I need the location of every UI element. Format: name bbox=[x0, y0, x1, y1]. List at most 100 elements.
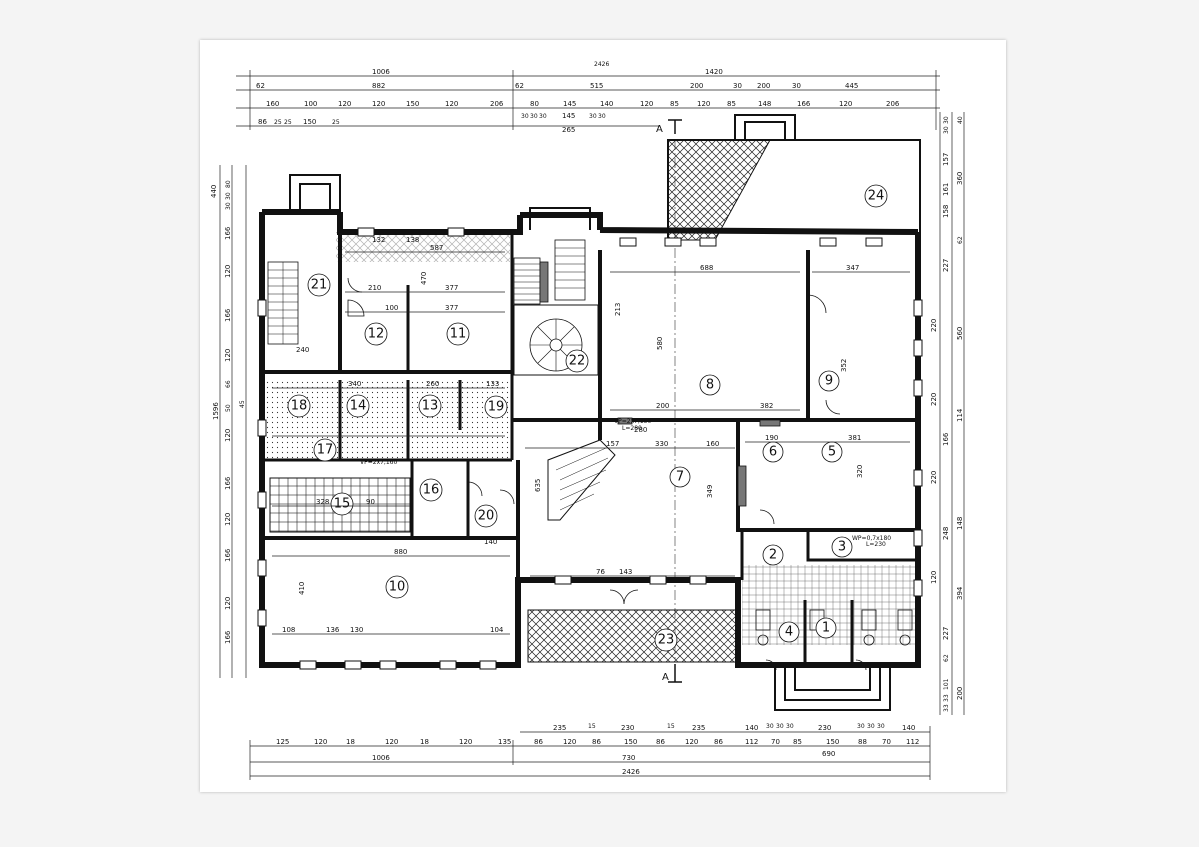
dim-157: 157 bbox=[606, 440, 619, 448]
dim-580: 580 bbox=[656, 337, 664, 350]
room-24-label: 24 bbox=[868, 189, 885, 204]
terrace-hatch-24 bbox=[667, 139, 771, 241]
dim-200: 200 bbox=[656, 402, 669, 410]
bottom-dim-730: 730 bbox=[622, 754, 635, 762]
dim-130: 130 bbox=[350, 626, 363, 634]
right-dim: 114 bbox=[956, 408, 964, 422]
dim-210: 210 bbox=[368, 284, 381, 292]
left-dim: 66 bbox=[225, 380, 232, 388]
bottom-dim: 120 bbox=[459, 738, 472, 746]
dim-410: 410 bbox=[298, 582, 306, 595]
windows bbox=[257, 227, 923, 670]
left-dim: 440 bbox=[210, 185, 218, 198]
left-dim: 50 bbox=[225, 404, 232, 412]
bottom-dim: 30 bbox=[786, 723, 794, 730]
right-dim: 148 bbox=[956, 517, 964, 530]
bottom-dim: 120 bbox=[314, 738, 327, 746]
dim-76: 76 bbox=[596, 568, 605, 576]
top-dim: 166 bbox=[797, 100, 811, 108]
bottom-dim-total: 2426 bbox=[622, 768, 640, 776]
room-6-label: 6 bbox=[769, 445, 777, 460]
room-18-label: 18 bbox=[291, 399, 308, 414]
bottom-dim: 140 bbox=[902, 724, 915, 732]
top-dim: 30 bbox=[733, 82, 742, 90]
bottom-dim: 150 bbox=[624, 738, 637, 746]
bottom-dim: 30 bbox=[776, 723, 784, 730]
left-dim: 120 bbox=[224, 265, 232, 278]
section-marker-bottom: A bbox=[662, 672, 669, 683]
room-12-marker bbox=[364, 322, 388, 346]
chimneys bbox=[539, 261, 781, 507]
stair-flight-north bbox=[513, 239, 586, 305]
right-dim: 30 bbox=[943, 126, 950, 134]
bottom-dim: 15 bbox=[667, 723, 675, 730]
room-8-label: 8 bbox=[706, 378, 714, 393]
top-dim: 25 bbox=[284, 119, 292, 126]
room-15-label: 15 bbox=[334, 497, 351, 512]
room-22-marker bbox=[565, 349, 589, 373]
top-dim: 145 bbox=[563, 100, 576, 108]
right-dim: 120 bbox=[930, 571, 938, 584]
top-dim: 265 bbox=[562, 126, 575, 134]
porch-hatch-23 bbox=[527, 609, 737, 663]
room-4-marker bbox=[778, 621, 800, 643]
left-dim: 120 bbox=[224, 597, 232, 610]
dim-381: 381 bbox=[848, 434, 861, 442]
room-3-label: 3 bbox=[838, 540, 846, 555]
right-dim: 40 bbox=[957, 116, 964, 124]
right-dim: 220 bbox=[930, 319, 938, 332]
dim-132: 132 bbox=[372, 236, 385, 244]
left-dim: 166 bbox=[224, 476, 232, 490]
top-dim: 200 bbox=[690, 82, 703, 90]
dim-377: 377 bbox=[445, 284, 458, 292]
bottom-dim: 86 bbox=[656, 738, 665, 746]
stair-length-annotation: L=280 bbox=[622, 425, 642, 432]
left-dim: 166 bbox=[224, 308, 232, 322]
stair-annotation: VP=2x7,150 bbox=[614, 418, 651, 425]
bottom-dim: 30 bbox=[867, 723, 875, 730]
dim-280: 280 bbox=[634, 426, 647, 434]
dim-635: 635 bbox=[534, 479, 542, 492]
top-dim: 120 bbox=[445, 100, 458, 108]
top-dim: 25 bbox=[274, 119, 282, 126]
top-dim: 160 bbox=[266, 100, 279, 108]
top-dim: 515 bbox=[590, 82, 603, 90]
dim-133: 133 bbox=[486, 380, 499, 388]
top-dim: 30 bbox=[598, 113, 606, 120]
room-18-marker bbox=[287, 394, 311, 418]
top-dim: 140 bbox=[600, 100, 613, 108]
room-16-label: 16 bbox=[423, 483, 440, 498]
left-dim: 166 bbox=[224, 548, 232, 562]
room-4-label: 4 bbox=[785, 625, 793, 640]
dim-880: 880 bbox=[394, 548, 407, 556]
right-dim: 394 bbox=[956, 586, 964, 600]
room-20-label: 20 bbox=[478, 509, 495, 524]
left-dim: 80 bbox=[225, 180, 232, 188]
room-23-label: 23 bbox=[658, 633, 675, 648]
right-dimension-lines bbox=[939, 112, 965, 715]
dim-104: 104 bbox=[490, 626, 504, 634]
room-19-marker bbox=[484, 395, 508, 419]
room-24-marker bbox=[864, 184, 888, 208]
room-20-marker bbox=[474, 504, 498, 528]
right-dim: 30 bbox=[943, 116, 950, 124]
room-13-label: 13 bbox=[422, 399, 439, 414]
bottom-dim-1006: 1006 bbox=[372, 754, 390, 762]
dim-688: 688 bbox=[700, 264, 713, 272]
bottom-dim: 30 bbox=[877, 723, 885, 730]
room-1-label: 1 bbox=[822, 621, 830, 636]
dim-382: 382 bbox=[760, 402, 773, 410]
bottom-dim: 88 bbox=[858, 738, 867, 746]
top-dim: 80 bbox=[530, 100, 539, 108]
stair-diagonal bbox=[547, 439, 616, 521]
bottom-dimension-lines bbox=[249, 726, 931, 780]
bottom-dim: 86 bbox=[592, 738, 601, 746]
room-17-label: 17 bbox=[317, 443, 334, 458]
bottom-dim: 18 bbox=[420, 738, 429, 746]
left-dim-total: 1596 bbox=[212, 402, 220, 420]
bottom-dim: 15 bbox=[588, 723, 596, 730]
dim-587: 587 bbox=[430, 244, 443, 252]
dim-347: 347 bbox=[846, 264, 859, 272]
bottom-dim: 230 bbox=[621, 724, 634, 732]
